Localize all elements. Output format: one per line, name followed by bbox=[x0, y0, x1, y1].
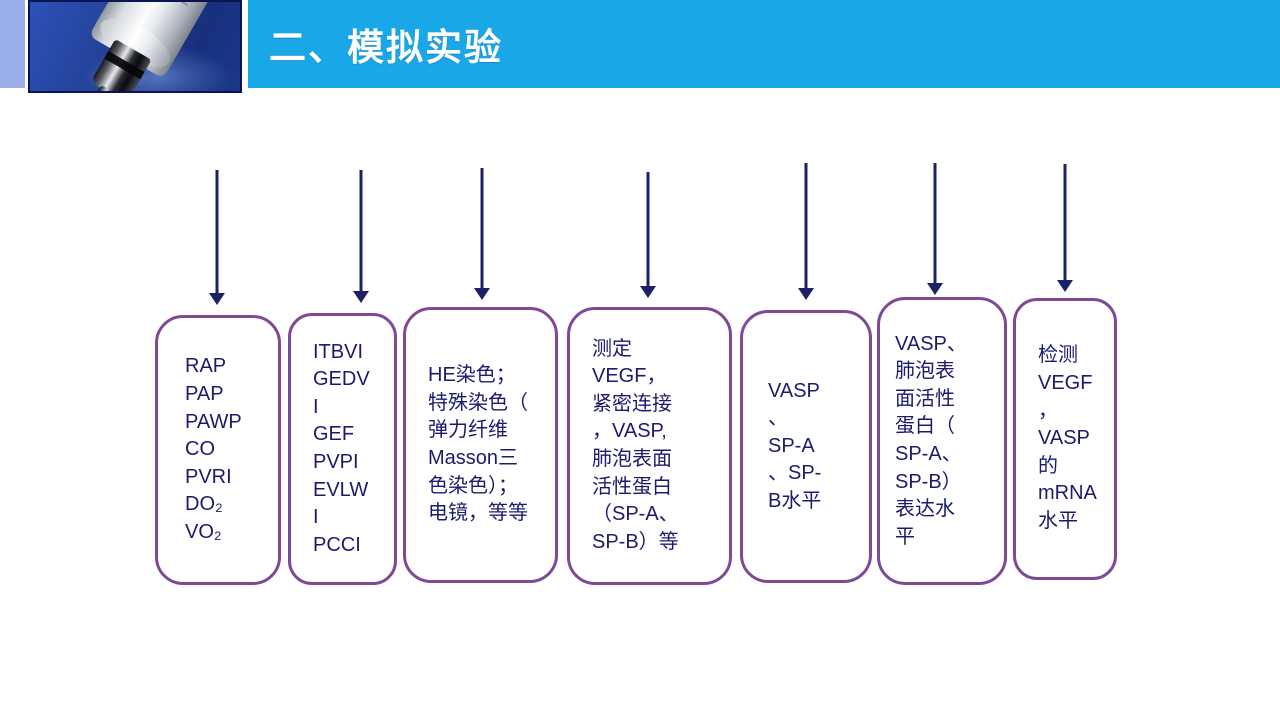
down-arrow-icon bbox=[353, 170, 369, 303]
flow-box-text: VASP 、 SP-A 、SP- B水平 bbox=[768, 379, 822, 512]
down-arrow-icon bbox=[640, 172, 656, 298]
syringe-photo-icon bbox=[28, 0, 242, 93]
down-arrow-icon bbox=[798, 163, 814, 300]
down-arrow-icon bbox=[474, 168, 490, 300]
flow-box-text: ITBVI GEDV I GEF PVPI EVLW I PCCI bbox=[313, 340, 370, 556]
flow-box-text: RAP PAP PAWP CO PVRI DO₂ VO₂ bbox=[185, 355, 242, 543]
down-arrow-icon bbox=[209, 170, 225, 305]
flow-box-text: HE染色； 特殊染色（ 弹力纤维 Masson三 色染色）； 电镜，等等 bbox=[428, 364, 528, 525]
flow-box-volumetric-params: ITBVI GEDV I GEF PVPI EVLW I PCCI bbox=[288, 313, 397, 585]
accent-strip bbox=[0, 0, 25, 88]
flow-box-vasp-sp-level: VASP 、 SP-A 、SP- B水平 bbox=[740, 310, 872, 583]
flow-box-hemodynamic-params: RAP PAP PAWP CO PVRI DO₂ VO₂ bbox=[155, 315, 281, 585]
slide-title: 二、模拟实验 bbox=[269, 27, 503, 68]
flow-box-text: VASP、 肺泡表 面活性 蛋白（ SP-A、 SP-B） 表达水 平 bbox=[895, 332, 967, 548]
flow-box-text: 测定 VEGF， 紧密连接 ，VASP, 肺泡表面 活性蛋白 （SP-A、 SP… bbox=[592, 337, 679, 553]
flow-box-mrna-level: 检测 VEGF ， VASP 的 mRNA 水平 bbox=[1013, 298, 1117, 580]
down-arrow-icon bbox=[1057, 164, 1073, 292]
down-arrow-icon bbox=[927, 163, 943, 295]
header-bar: 二、模拟实验 bbox=[248, 0, 1280, 88]
flow-box-expression-level: VASP、 肺泡表 面活性 蛋白（ SP-A、 SP-B） 表达水 平 bbox=[877, 297, 1007, 585]
flow-box-staining: HE染色； 特殊染色（ 弹力纤维 Masson三 色染色）； 电镜，等等 bbox=[403, 307, 558, 583]
flow-box-text: 检测 VEGF ， VASP 的 mRNA 水平 bbox=[1038, 344, 1097, 532]
flow-box-vegf-measure: 测定 VEGF， 紧密连接 ，VASP, 肺泡表面 活性蛋白 （SP-A、 SP… bbox=[567, 307, 732, 585]
